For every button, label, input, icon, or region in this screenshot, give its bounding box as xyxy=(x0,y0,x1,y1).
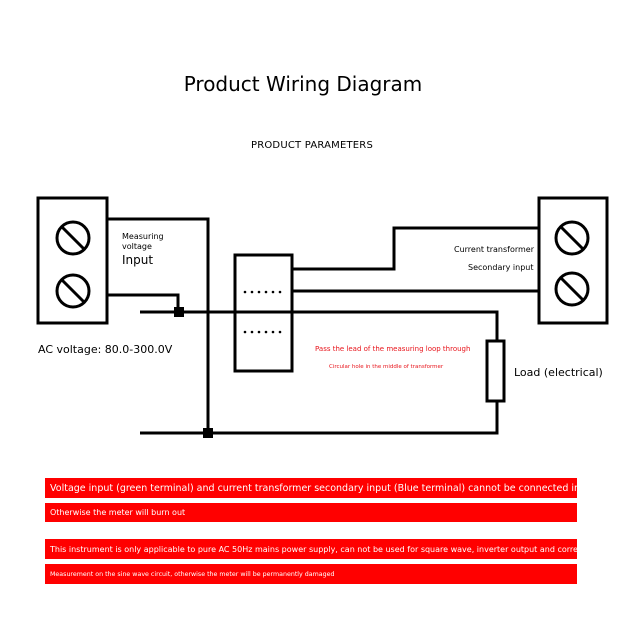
subtitle: PRODUCT PARAMETERS xyxy=(250,140,374,151)
warning-banner-1: Voltage input (green terminal) and curre… xyxy=(45,478,577,498)
input-label: Input xyxy=(122,253,154,267)
warning-banner-4: Measurement on the sine wave circuit, ot… xyxy=(45,564,577,584)
junction-dot xyxy=(203,428,213,438)
warning-text: Voltage input (green terminal) and curre… xyxy=(50,482,577,494)
ac-voltage-label: AC voltage: 80.0-300.0V xyxy=(38,343,173,356)
measuring-voltage-label: Measuring voltage xyxy=(122,232,164,251)
secondary-input-label: Secondary input xyxy=(468,263,534,272)
load-resistor xyxy=(485,339,506,403)
circular-hole-note: Circular hole in the middle of transform… xyxy=(329,364,444,370)
junction-dot xyxy=(174,307,184,317)
pass-lead-note: Pass the lead of the measuring loop thro… xyxy=(315,345,471,353)
screw-icon xyxy=(554,271,590,307)
warning-banner-2: Otherwise the meter will burn out xyxy=(45,503,577,522)
warning-text: This instrument is only applicable to pu… xyxy=(50,544,577,554)
left-terminal-block xyxy=(36,196,109,325)
warning-text: Otherwise the meter will burn out xyxy=(50,508,186,517)
page-title: Product Wiring Diagram xyxy=(183,72,423,96)
screw-icon xyxy=(55,273,91,309)
transformer-dots xyxy=(243,290,282,334)
right-terminal-block xyxy=(537,196,609,325)
warning-banner-3: This instrument is only applicable to pu… xyxy=(45,539,577,559)
warning-text: Measurement on the sine wave circuit, ot… xyxy=(50,570,335,578)
screw-icon xyxy=(55,220,91,256)
screw-terminals xyxy=(55,220,590,309)
screw-icon xyxy=(554,220,590,256)
load-label: Load (electrical) xyxy=(514,366,603,379)
current-transformer-label: Current transformer xyxy=(454,245,535,254)
